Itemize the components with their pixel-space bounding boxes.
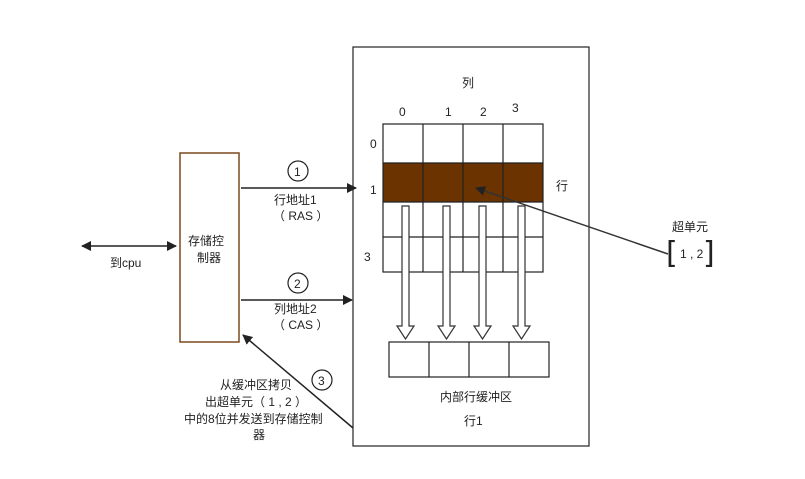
- copy-label-line3: 中的8位并发送到存储控制: [184, 411, 323, 426]
- col-header-3: 3: [512, 101, 519, 115]
- row-header-1: 1: [370, 183, 377, 197]
- copy-label-line4: 器: [253, 428, 265, 442]
- copy-label-line1: 从缓冲区拷贝: [220, 377, 292, 392]
- buffer-label: 内部行缓冲区: [440, 389, 512, 404]
- step-1-number: 1: [294, 165, 301, 179]
- cpu-link-label: 到cpu: [110, 256, 141, 270]
- controller-label-line1: 存储控: [188, 233, 224, 248]
- supercell-pointer-arrow: [475, 186, 669, 255]
- col-header-1: 1: [445, 105, 452, 119]
- copy-arrows: [395, 205, 532, 341]
- copy-arrow-col-2: [472, 205, 493, 341]
- ras-label-line2: （ RAS ）: [273, 209, 328, 223]
- step-2-number: 2: [294, 277, 301, 291]
- step-2-circle: [287, 272, 309, 294]
- step-3-number: 3: [318, 374, 325, 388]
- buffer-sublabel: 行1: [464, 414, 483, 428]
- col-header-2: 2: [480, 105, 487, 119]
- step-1-circle: [287, 160, 309, 182]
- dram-chip-box: [352, 46, 590, 447]
- row-header-0: 0: [370, 137, 377, 151]
- ras-label-line1: 行地址1: [274, 193, 317, 207]
- dram-cell-grid: [382, 123, 544, 273]
- copy-label-line2: 出超单元（ 1 , 2 ）: [205, 394, 307, 409]
- copy-arrow-col-0: [395, 205, 416, 341]
- cas-label-line2: （ CAS ）: [273, 318, 328, 332]
- supercell-bracket-left: [: [666, 236, 678, 271]
- row-title: 行: [556, 179, 568, 193]
- col-header-0: 0: [399, 105, 406, 119]
- storage-controller-box: [179, 152, 240, 343]
- column-title: 列: [462, 76, 474, 90]
- step-3-circle: [311, 369, 333, 391]
- supercell-bracket-right: ]: [703, 236, 715, 271]
- return-arrow: [242, 334, 354, 429]
- copy-arrow-col-1: [436, 205, 457, 341]
- supercell-coord: 1 , 2: [680, 247, 704, 261]
- supercell-label: 超单元: [672, 219, 708, 234]
- controller-label-line2: 制器: [197, 251, 221, 265]
- internal-row-buffer: [388, 341, 550, 378]
- row-header-3: 3: [364, 250, 371, 264]
- copy-arrow-col-3: [511, 205, 532, 341]
- cas-label-line1: 列地址2: [274, 302, 317, 316]
